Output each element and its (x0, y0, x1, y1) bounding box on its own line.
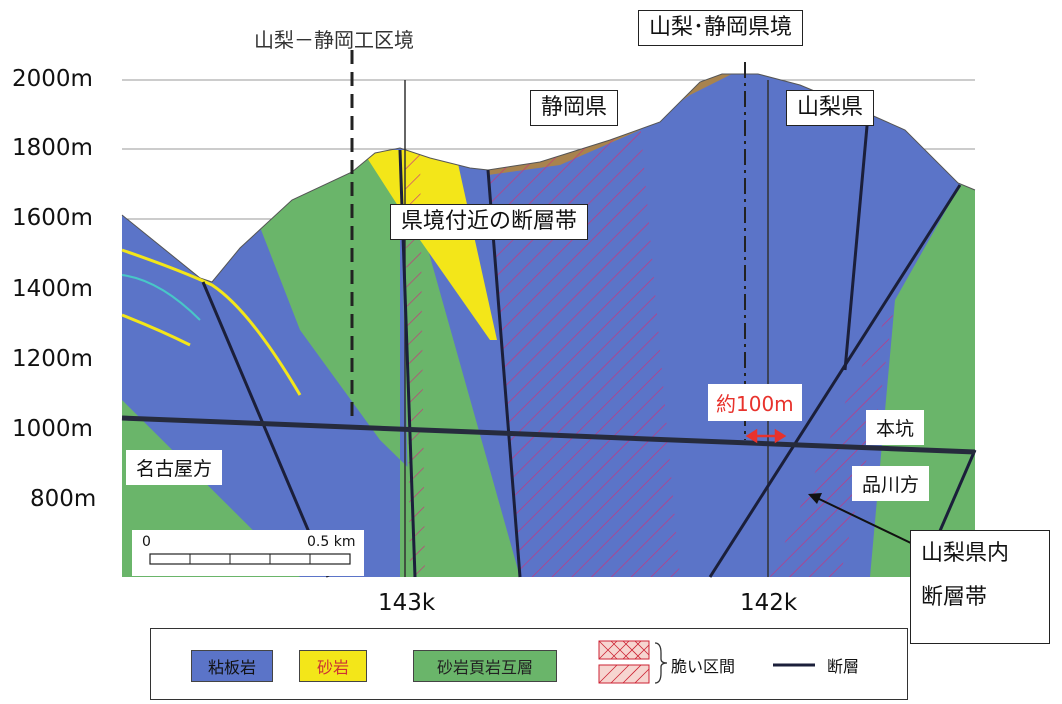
legend-alternation-text: 砂岩頁岩互層 (436, 658, 533, 677)
scale-ruler (149, 553, 351, 565)
y-label-2000: 2000m (12, 66, 93, 92)
work-boundary-label: 山梨－静岡工区境 (254, 28, 414, 52)
x-label-143k: 143k (378, 590, 436, 616)
geology-layers (122, 74, 975, 577)
legend-fault-line (773, 663, 815, 667)
legend-sandstone: 砂岩 (299, 650, 367, 682)
legend-alternation: 砂岩頁岩互層 (413, 650, 557, 682)
yamanashi-label: 山梨県 (786, 90, 875, 126)
legend-brace (654, 642, 668, 684)
sandstone-veins (121, 248, 302, 396)
legend-brittle-swatch (598, 640, 650, 684)
prefecture-border-label: 山梨･静岡県境 (638, 10, 804, 46)
alternation-mid (230, 150, 520, 577)
sandstone-band (362, 150, 497, 340)
y-label-1000: 1000m (12, 416, 93, 442)
main-tunnel-label: 本坑 (866, 410, 925, 445)
main-tunnel-line (121, 415, 976, 455)
yamanashi-fault-zone-label: 山梨県内 断層帯 (910, 530, 1050, 644)
yamanashi-fault-line2: 断層帯 (921, 585, 988, 610)
distance-label: 約100m (708, 384, 802, 421)
callout-arrow (814, 496, 916, 546)
shinagawa-direction-label: 品川方 (852, 466, 930, 501)
nagoya-direction-label: 名古屋方 (126, 450, 223, 485)
distance-arrow (745, 428, 787, 444)
legend: 粘板岩 砂岩 砂岩頁岩互層 脆い区間 断層 (150, 628, 908, 700)
brittle-zone-yamanashi (770, 300, 895, 577)
legend-slate-text: 粘板岩 (207, 658, 256, 677)
scale-bar: 0 0.5 km (132, 530, 364, 576)
legend-fault-text: 断層 (827, 657, 860, 676)
y-label-1800: 1800m (12, 135, 93, 161)
scale-start: 0 (142, 534, 151, 550)
legend-brittle-text: 脆い区間 (671, 657, 736, 676)
y-label-1400: 1400m (12, 276, 93, 302)
y-label-1600: 1600m (12, 205, 93, 231)
y-label-800: 800m (30, 486, 97, 512)
shizuoka-label: 静岡県 (530, 90, 619, 126)
callout-arrow-head (808, 493, 822, 504)
legend-slate: 粘板岩 (191, 650, 273, 682)
yamanashi-fault-line1: 山梨県内 (921, 541, 1010, 566)
x-label-142k: 142k (740, 590, 798, 616)
alternation-core (400, 150, 520, 577)
scale-end: 0.5 km (307, 534, 356, 550)
fault-near-border-label: 県境付近の断層帯 (390, 204, 589, 240)
legend-sandstone-text: 砂岩 (316, 658, 349, 677)
y-label-1200: 1200m (12, 346, 93, 372)
